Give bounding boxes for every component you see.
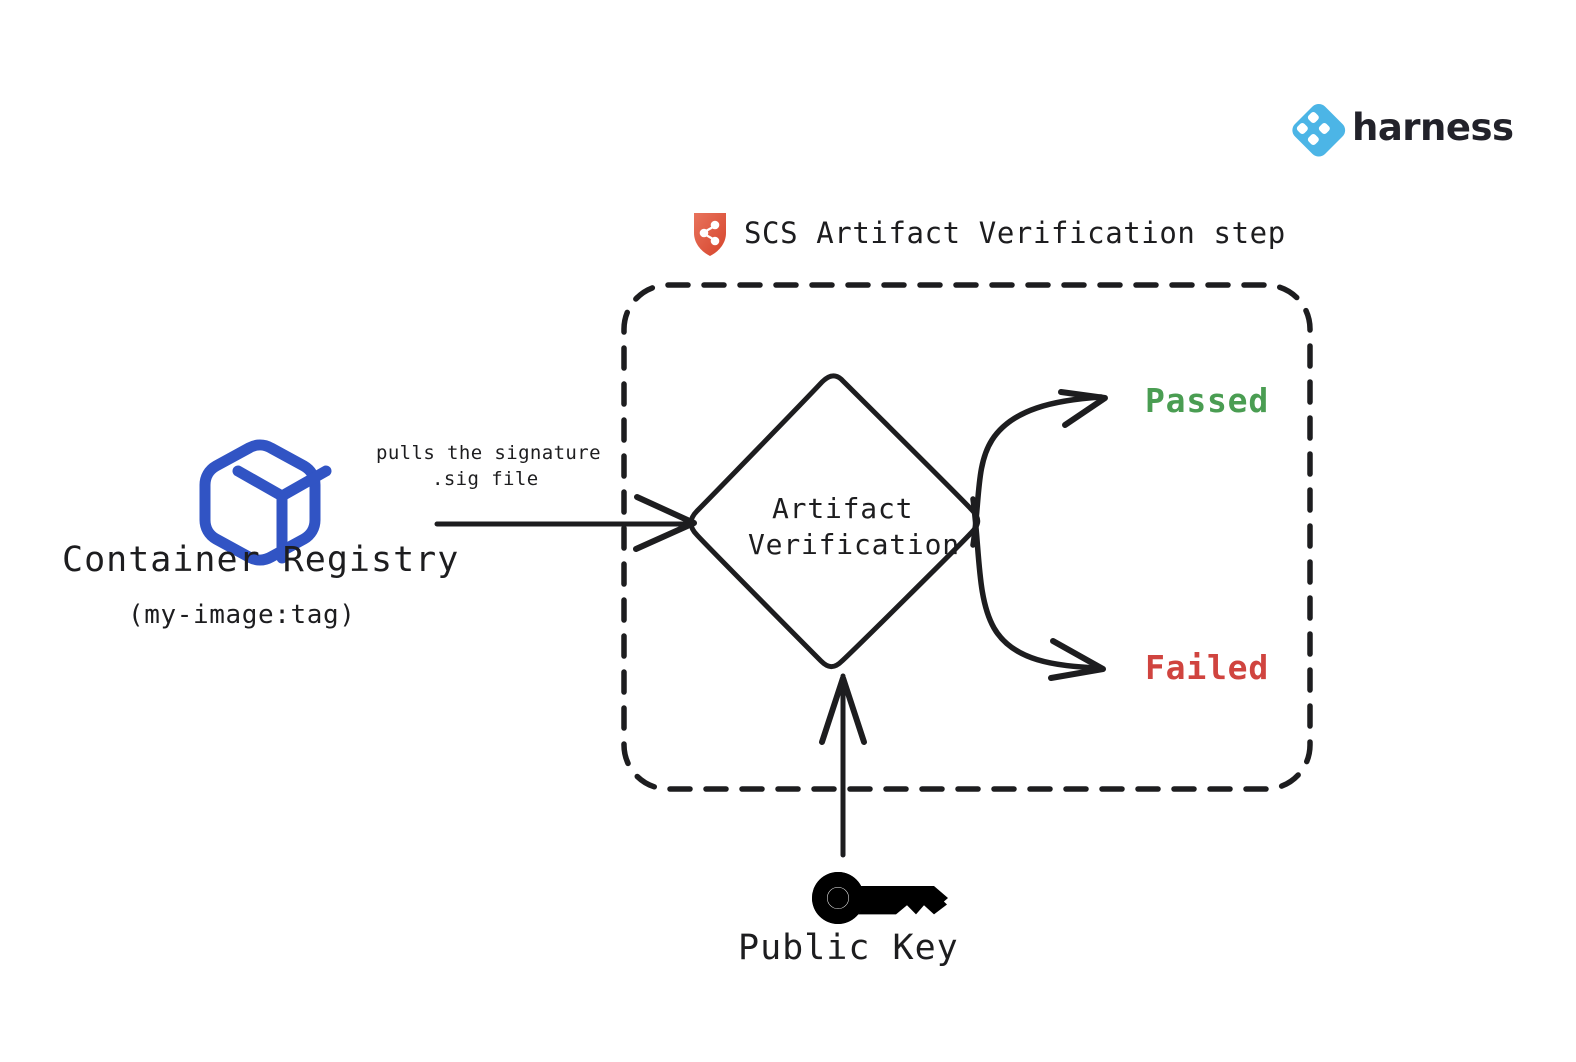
shield-supply-chain-icon [694,213,726,256]
edge-publickey-to-decision [819,673,867,858]
public-key-label: Public Key [738,928,959,968]
edge-decision-to-failed [970,496,1106,681]
outcome-failed-label: Failed [1145,648,1270,687]
harness-wordmark: harness [1352,105,1514,149]
decision-node-label-line-1: Artifact [772,492,914,525]
container-registry-subtitle: (my-image:tag) [128,600,356,630]
edge-decision-to-passed [970,389,1108,548]
step-title-icon-spacer [690,208,730,258]
edge-label-pulls-signature: pulls the signature [376,442,601,464]
edge-label-sig-file: .sig file [432,468,539,490]
key-icon [812,872,948,924]
outcome-passed-label: Passed [1145,381,1270,420]
harness-logo-mark-spacer [1292,100,1346,154]
step-boundary-box [621,282,1313,792]
edge-registry-to-decision [434,494,697,552]
container-registry-title: Container Registry [62,540,460,580]
step-title-label: SCS Artifact Verification step [744,215,1286,250]
decision-node-label-line-2: Verification [748,528,960,561]
container-cube-icon [199,439,332,566]
harness-diamond-logo [1292,104,1346,157]
step-title: SCS Artifact Verification step [690,208,1286,258]
harness-logo: harness [1292,100,1514,154]
